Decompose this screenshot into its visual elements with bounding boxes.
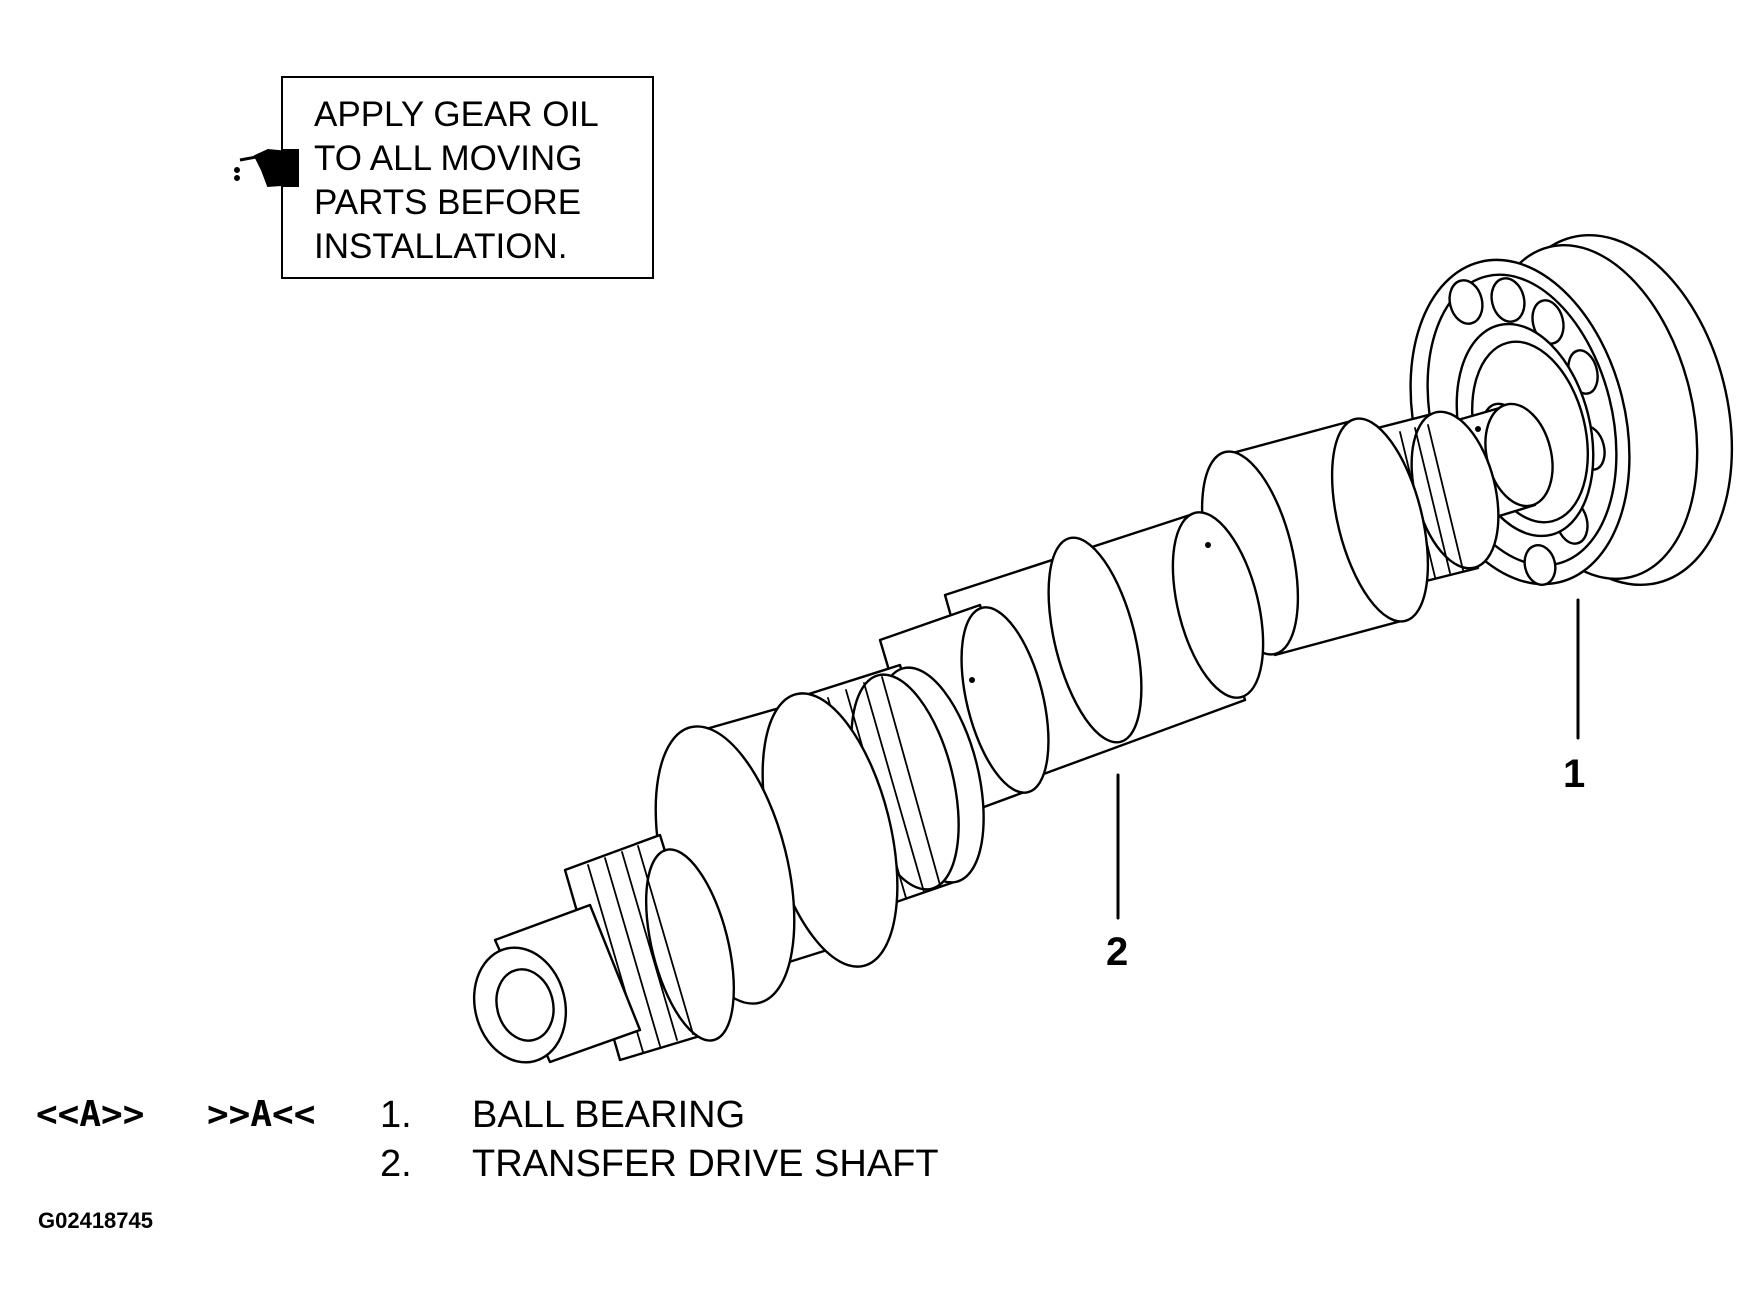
- callout-1: 1: [1563, 752, 1586, 796]
- note-box: [281, 76, 654, 279]
- legend-label-1: BALL BEARING: [472, 1094, 746, 1136]
- legend-number-1: 1.: [380, 1094, 412, 1136]
- legend-label-2: TRANSFER DRIVE SHAFT: [472, 1143, 939, 1185]
- oil-can-icon: [234, 148, 299, 188]
- note-line-2: TO ALL MOVING: [314, 139, 583, 178]
- legend-number-2: 2.: [380, 1143, 412, 1185]
- code-remove: <<A>>: [36, 1094, 145, 1135]
- note-line-3: PARTS BEFORE: [314, 183, 582, 222]
- note-line-4: INSTALLATION.: [314, 227, 568, 266]
- transfer-drive-shaft-part: [472, 402, 1554, 1064]
- code-install: >>A<<: [207, 1094, 316, 1135]
- note-line-1: APPLY GEAR OIL: [314, 95, 599, 134]
- callout-2: 2: [1106, 930, 1129, 974]
- figure-id: G02418745: [38, 1208, 153, 1233]
